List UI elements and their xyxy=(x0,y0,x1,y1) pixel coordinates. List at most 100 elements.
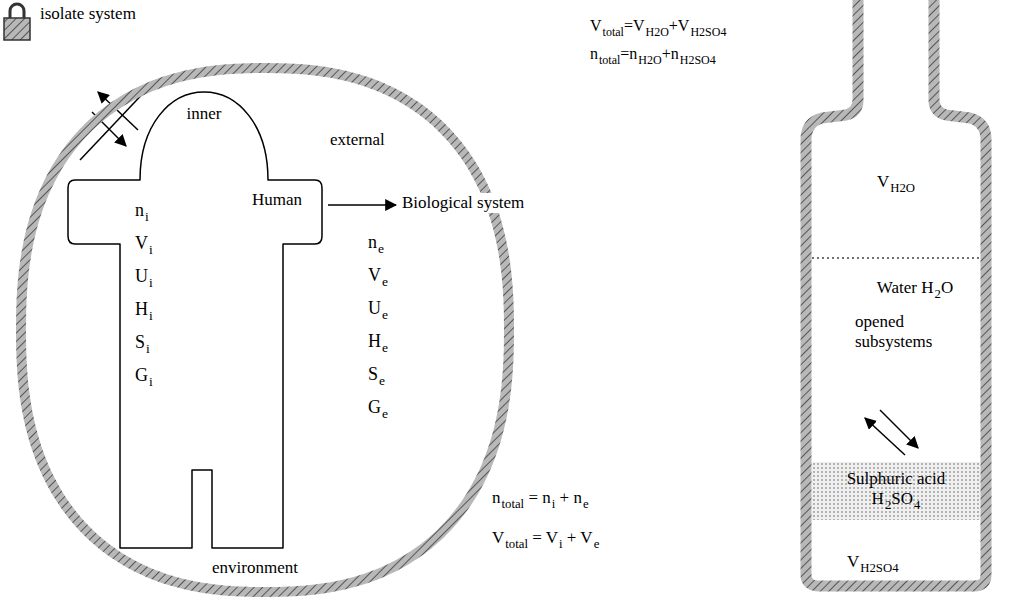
annotation-label: VH2SO4 xyxy=(845,552,901,576)
text-part: = xyxy=(528,528,546,547)
node-text: opened subsystems xyxy=(855,312,955,353)
text-part: e xyxy=(382,307,388,322)
text-part: e xyxy=(379,373,385,388)
text-part: S xyxy=(368,364,378,384)
node-text: Se xyxy=(368,364,385,390)
annotation-label: ntotal = ni + ne xyxy=(490,488,591,512)
text-part: V xyxy=(633,17,645,34)
text-part: H xyxy=(135,299,148,319)
node-text: environment xyxy=(212,558,298,578)
text-part: H xyxy=(368,331,381,351)
text-part: V xyxy=(368,265,381,285)
node-text: VH2O xyxy=(800,172,992,196)
human-figure-outline xyxy=(65,90,325,552)
node-text: Vi xyxy=(135,233,153,259)
text-part: V xyxy=(877,172,889,191)
text-part: isolate system xyxy=(40,4,136,23)
text-part: n xyxy=(135,200,144,220)
outline-path xyxy=(806,0,986,586)
human-figure: innerHumanniViUiHiSiGi xyxy=(65,90,325,552)
text-part: G xyxy=(368,397,381,417)
text-part: environment xyxy=(212,558,298,577)
text-part: n xyxy=(542,488,551,507)
text-part: H2O xyxy=(638,53,661,67)
text-part: 2 xyxy=(885,498,891,512)
outline-path xyxy=(68,92,322,548)
text-part: e xyxy=(382,406,388,421)
text-part: n xyxy=(368,232,377,252)
isolated-system-ellipse-outline xyxy=(15,62,515,598)
text-part: i xyxy=(149,242,153,257)
text-part: total xyxy=(502,497,525,511)
acid-layer: Sulphuric acid H2SO4 xyxy=(812,462,980,520)
text-part: i xyxy=(552,497,556,511)
text-part: H2O xyxy=(645,25,668,39)
text-part: H2SO4 xyxy=(680,53,716,67)
outline-path xyxy=(21,68,509,592)
padlock-body xyxy=(4,18,30,40)
annotation-label: isolate system xyxy=(38,4,138,24)
text-part: inner xyxy=(187,104,222,123)
text-part: O xyxy=(941,278,953,297)
text-part: external xyxy=(330,130,385,149)
text-part: V xyxy=(678,17,690,34)
node-text: Human xyxy=(252,190,302,210)
text-part: e xyxy=(583,497,589,511)
text-part: U xyxy=(135,266,148,286)
text-part: + xyxy=(555,488,573,507)
annotation-label: Vtotal=VH2O+VH2SO4 xyxy=(588,16,728,39)
text-part: i xyxy=(145,209,149,224)
annotation-label: ntotal=nH2O+nH2SO4 xyxy=(588,44,718,67)
text-part: total xyxy=(603,25,624,39)
bottle-vessel: VH2OWater H2Oopened subsystemsSulphuric … xyxy=(800,0,992,592)
node-text: Sulphuric acid H2SO4 xyxy=(812,469,980,514)
phase-boundary xyxy=(812,257,980,259)
text-part: i xyxy=(146,341,150,356)
text-part: = xyxy=(620,45,629,62)
downward-arrow xyxy=(880,410,918,448)
isolated-system-ellipse: externalneVeUeHeSeGeenvironmentinnerHuma… xyxy=(15,62,515,598)
text-part: i xyxy=(149,308,153,323)
node-text: Hi xyxy=(135,299,153,325)
node-text: external xyxy=(330,130,385,150)
text-part: total xyxy=(599,53,620,67)
text-part: H2SO4 xyxy=(860,561,898,575)
text-part: H2O xyxy=(890,181,915,195)
text-part: Biological system xyxy=(402,193,524,212)
node-text: inner xyxy=(174,104,234,124)
text-part: V xyxy=(492,528,504,547)
text-part: i xyxy=(559,537,563,551)
node-text: Si xyxy=(135,332,150,358)
annotation-label: Biological system xyxy=(400,193,526,213)
text-part: n xyxy=(492,488,501,507)
text-part: V xyxy=(580,528,592,547)
layer-fill xyxy=(812,462,980,520)
node-text: ni xyxy=(135,200,149,226)
node-text: Ve xyxy=(368,265,388,291)
text-part: Human xyxy=(252,190,302,209)
text-part: V xyxy=(546,528,558,547)
node-text: ne xyxy=(368,232,384,258)
text-part: + xyxy=(669,17,678,34)
text-part: e xyxy=(594,537,600,551)
node-text: Gi xyxy=(135,365,153,391)
text-part: V xyxy=(135,233,148,253)
text-part: SO xyxy=(891,489,913,508)
node-text: He xyxy=(368,331,388,357)
text-part: e xyxy=(378,241,384,256)
text-part: i xyxy=(149,374,153,389)
padlock-icon xyxy=(4,4,30,40)
text-part: total xyxy=(505,537,528,551)
text-part: 4 xyxy=(914,498,920,512)
node-text: Ue xyxy=(368,298,388,324)
text-part: + xyxy=(563,528,581,547)
text-part: G xyxy=(135,365,148,385)
text-part: e xyxy=(382,274,388,289)
annotation-label: Vtotal = Vi + Ve xyxy=(490,528,601,552)
node-text: Ui xyxy=(135,266,153,292)
text-part: 2 xyxy=(935,287,941,301)
text-part: Water H xyxy=(877,278,934,297)
text-part: U xyxy=(368,298,381,318)
exchange-arrows xyxy=(865,410,918,455)
